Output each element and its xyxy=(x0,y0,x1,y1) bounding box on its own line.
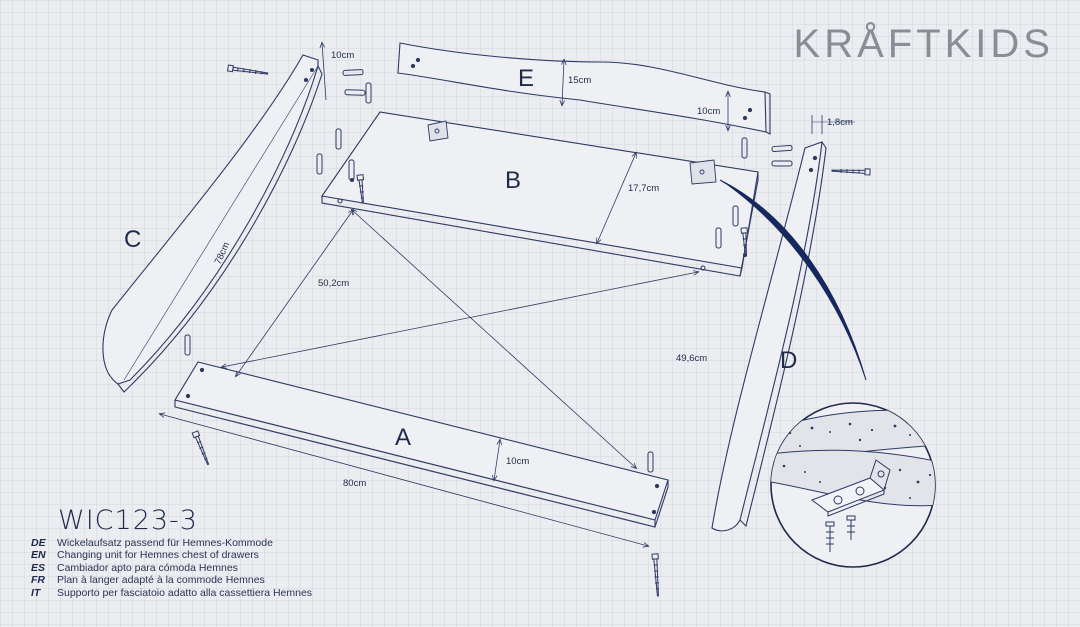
language-code: IT xyxy=(31,586,41,599)
language-code: FR xyxy=(31,574,45,587)
brand-logo: KRÅFTKIDS xyxy=(793,22,1054,66)
dim-a-length: 80cm xyxy=(343,478,366,489)
part-d-side-rail xyxy=(711,141,827,532)
hinge-bracket-right xyxy=(689,159,717,185)
dim-diagonal-1: 50,2cm xyxy=(318,278,349,289)
description-text: Changing unit for Hemnes chest of drawer… xyxy=(57,549,259,562)
description-row: EN Changing unit for Hemnes chest of dra… xyxy=(31,549,312,561)
description-text: Supporto per fasciatoio adatto alla cass… xyxy=(57,586,313,599)
language-code: ES xyxy=(31,561,46,574)
part-a-board xyxy=(174,361,669,528)
part-e-back-rail xyxy=(397,42,771,135)
description-row: IT Supporto per fasciatoio adatto alla c… xyxy=(31,587,312,599)
dim-c-width: 10cm xyxy=(331,50,354,61)
description-text: Plan à langer adapté à la commode Hemnes xyxy=(57,574,265,587)
description-text: Wickelaufsatz passend für Hemnes-Kommode xyxy=(57,537,273,549)
language-code: DE xyxy=(31,537,46,549)
part-label-d: D xyxy=(780,347,797,374)
hinge-bracket-left xyxy=(427,120,449,142)
wooden-dowels xyxy=(184,69,793,473)
part-b-panel xyxy=(321,111,759,277)
description-text: Cambiador apto para cómoda Hemnes xyxy=(57,561,238,574)
dim-b-depth: 17,7cm xyxy=(628,183,659,194)
part-label-e: E xyxy=(518,65,534,92)
dim-diagonal-2: 49,6cm xyxy=(676,353,707,364)
description-row: DE Wickelaufsatz passend für Hemnes-Komm… xyxy=(31,537,312,549)
part-label-c: C xyxy=(124,226,141,253)
dim-a-height: 10cm xyxy=(506,456,529,467)
language-code: EN xyxy=(31,549,46,562)
description-row: FR Plan à langer adapté à la commode Hem… xyxy=(31,574,312,586)
part-label-b: B xyxy=(505,167,521,194)
dim-e-height-mid: 15cm xyxy=(568,75,591,86)
detail-callout-sweep xyxy=(719,179,867,381)
product-descriptions: DE Wickelaufsatz passend für Hemnes-Komm… xyxy=(31,537,312,599)
dim-d-thickness: 1,8cm xyxy=(827,117,853,128)
dimension-lines xyxy=(123,43,855,546)
part-c-side-rail xyxy=(102,54,323,393)
dim-e-height-end: 10cm xyxy=(697,106,720,117)
product-code: WIC123-3 xyxy=(58,505,198,536)
hinge-detail-zoom xyxy=(770,402,936,568)
description-row: ES Cambiador apto para cómoda Hemnes xyxy=(31,562,312,574)
part-label-a: A xyxy=(395,424,411,451)
